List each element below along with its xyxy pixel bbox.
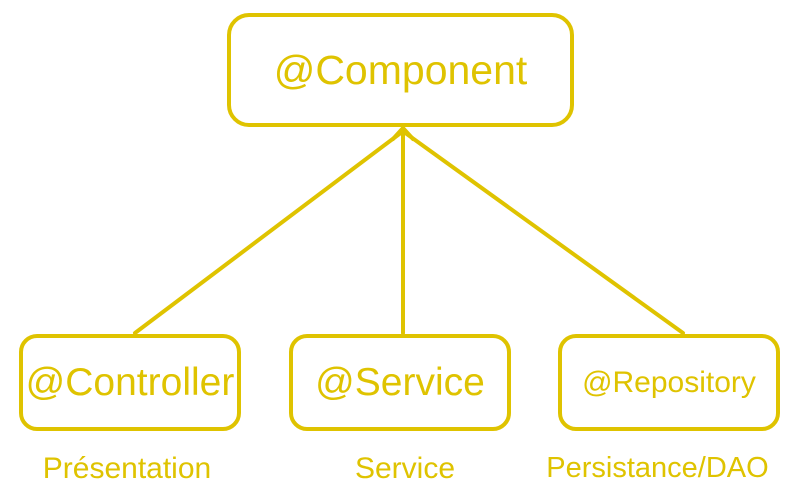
persistence-layer-caption: Persistance/DAO — [546, 452, 769, 484]
service-layer-caption: Service — [354, 452, 456, 485]
controller-annotation-box: @Controller — [19, 334, 241, 431]
controller-annotation-label: @Controller — [25, 360, 235, 404]
service-annotation-label: @Service — [315, 360, 485, 404]
edge-repository-to-component — [402, 130, 685, 335]
repository-annotation-label: @Repository — [582, 365, 756, 399]
component-annotation-box: @Component — [227, 13, 574, 127]
service-annotation-box: @Service — [289, 334, 511, 431]
presentation-layer-caption: Présentation — [42, 452, 212, 485]
component-annotation-label: @Component — [273, 46, 528, 93]
edge-controller-to-component — [133, 130, 404, 335]
repository-annotation-box: @Repository — [558, 334, 780, 431]
arrowhead-open — [391, 126, 415, 141]
